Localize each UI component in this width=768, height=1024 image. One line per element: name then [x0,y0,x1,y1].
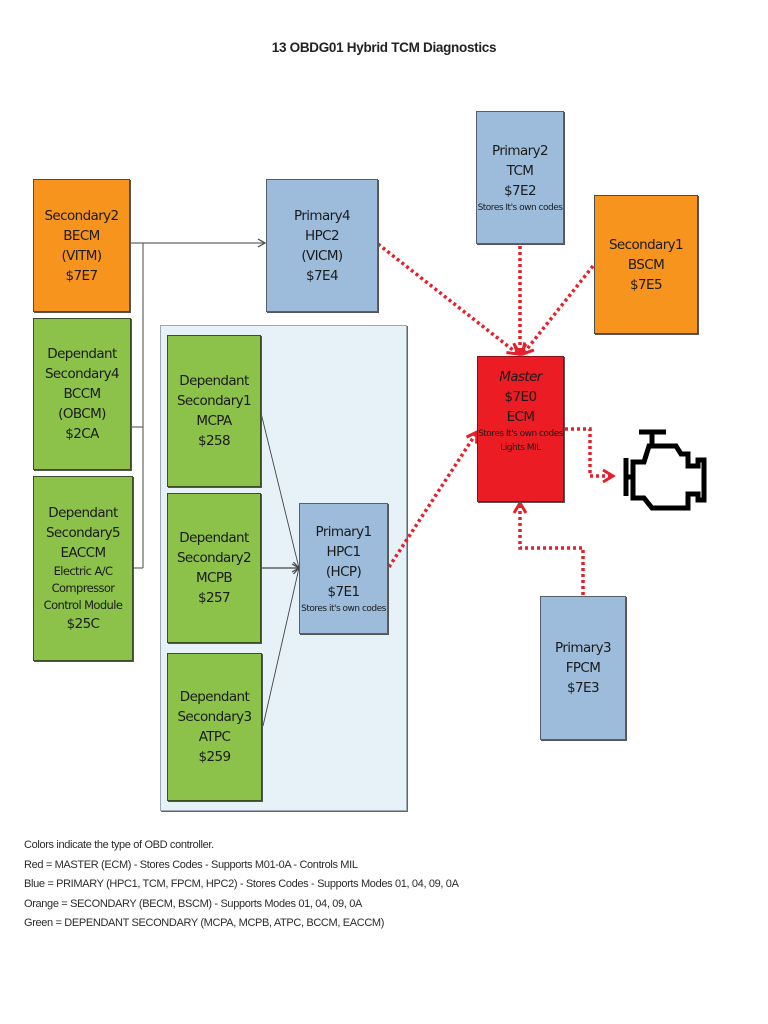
node-label: Dependant [179,373,249,389]
node-label: MCPA [196,413,232,429]
diagram-title: 13 OBDG01 Hybrid TCM Diagnostics [271,40,497,55]
node-dependant-secondary1-mcpa[interactable]: Dependant Secondary1 MCPA $258 [167,335,261,487]
node-label: EACCM [60,545,106,561]
node-label: FPCM [565,660,601,676]
legend: Colors indicate the type of OBD controll… [24,836,459,934]
check-engine-icon [623,429,707,511]
link-secondary1-master [521,264,595,357]
node-note: Stores It's own codes [478,429,563,439]
link-master-mil [565,427,616,484]
node-code: $7E2 [504,182,537,199]
node-label: MCPB [195,570,233,586]
node-code: $257 [198,590,231,606]
node-secondary1-bscm[interactable]: Secondary1 BSCM $7E5 [594,195,698,334]
legend-intro: Colors indicate the type of OBD controll… [24,839,214,851]
node-label: BECM [63,227,100,244]
node-label: (VICM) [301,247,343,264]
node-label: HPC1 [326,543,362,560]
node-code: $7E3 [567,680,600,696]
node-code: $7E4 [306,267,339,284]
node-label: Secondary5 [45,525,121,541]
node-label: Dependant [179,530,249,546]
node-code: $7E5 [630,276,663,293]
node-label: Dependant [48,505,118,521]
legend-orange: Orange = SECONDARY (BECM, BSCM) - Suppor… [24,897,362,910]
node-label: Secondary1 [176,393,252,409]
node-description: Electric A/C [53,564,113,578]
node-label: (VITM) [61,247,102,264]
node-note: Stores it's own codes [301,603,386,614]
node-note: Lights MIL [500,443,541,453]
node-dependant-secondary4-bccm[interactable]: Dependant Secondary4 BCCM (OBCM) $2CA [33,318,131,470]
node-label: TCM [506,162,534,179]
node-label: (OBCM) [58,406,106,422]
node-primary1-hpc1[interactable]: Primary1 HPC1 (HCP) $7E1 Stores it's own… [299,503,388,634]
node-label: Primary3 [555,640,612,656]
node-primary3-fpcm[interactable]: Primary3 FPCM $7E3 [540,596,626,740]
node-label: Secondary3 [177,709,252,725]
legend-red: Red = MASTER (ECM) - Stores Codes - Supp… [24,858,358,871]
node-code: $7E1 [327,583,361,600]
node-label: HPC2 [305,227,340,244]
node-note: Stores It's own codes [477,202,563,213]
node-code: $259 [198,749,232,765]
node-dependant-secondary2-mcpb[interactable]: Dependant Secondary2 MCPB $257 [167,493,261,643]
node-label: Secondary4 [44,366,120,382]
link-primary3-master [512,500,585,595]
node-label: ECM [506,409,535,425]
node-code: $2CA [65,426,99,442]
node-label: Dependant [179,689,250,705]
node-label: Primary2 [492,142,549,159]
link-primary1-master [387,429,479,568]
node-code: $25C [66,616,100,632]
node-code: $7E7 [65,267,99,284]
node-label: Primary4 [294,207,351,224]
node-dependant-secondary3-atpc[interactable]: Dependant Secondary3 ATPC $259 [167,653,262,801]
node-label: BSCM [627,256,665,273]
node-label: Secondary1 [608,236,684,253]
node-primary4-hpc2[interactable]: Primary4 HPC2 (VICM) $7E4 [266,179,378,312]
link-dep-secondary3-primary1 [262,566,302,727]
node-description: Compressor [51,581,115,595]
node-primary2-tcm[interactable]: Primary2 TCM $7E2 Stores It's own codes [476,111,564,244]
node-label: Secondary2 [44,207,119,224]
node-label: BCCM [63,386,101,402]
node-label: Primary1 [315,523,373,540]
node-label: (HCP) [325,563,362,580]
node-description: Control Module [43,598,123,612]
legend-green: Green = DEPENDANT SECONDARY (MCPA, MCPB,… [24,917,385,929]
link-dep-secondary1-primary1 [260,412,302,570]
legend-blue: Blue = PRIMARY (HPC1, TCM, FPCM, HPC2) -… [24,878,459,890]
node-label: Dependant [47,346,117,362]
node-secondary2-becm[interactable]: Secondary2 BECM (VITM) $7E7 [33,179,130,312]
node-label: ATPC [198,729,231,745]
node-label: Secondary2 [176,550,252,566]
node-code: $258 [198,433,231,449]
node-master-ecm[interactable]: Master $7E0 ECM Stores It's own codes Li… [477,356,564,502]
node-code: $7E0 [504,389,538,405]
node-label: Master [499,369,542,385]
node-dependant-secondary5-eaccm[interactable]: Dependant Secondary5 EACCM Electric A/C … [33,476,133,661]
